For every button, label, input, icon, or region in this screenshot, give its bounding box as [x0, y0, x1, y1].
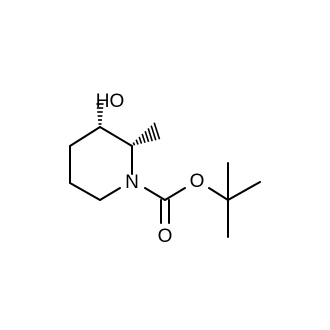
hashed-wedge-c2-methyl: [132, 122, 161, 146]
hydroxyl-label: HO: [96, 91, 125, 112]
bond-c3-c4: [69, 126, 101, 147]
atom-labels: HO N O O: [96, 91, 205, 247]
bond-n-carbonyl-c: [144, 187, 166, 201]
carbonyl-oxygen-label: O: [158, 226, 173, 247]
bond-c2-c3: [99, 126, 133, 147]
bond-tbu-methyl-right: [227, 181, 261, 201]
bonds: [69, 103, 261, 238]
hashed-wedge-c3-oh: [96, 103, 104, 125]
bond-c6-n: [99, 187, 121, 201]
bond-carbonyl-c-ester-o: [164, 187, 186, 201]
nitrogen-label: N: [125, 172, 139, 193]
bond-ester-o-tbu-c: [208, 187, 229, 201]
ester-oxygen-label: O: [190, 171, 205, 192]
bond-c5-c6: [69, 182, 101, 201]
